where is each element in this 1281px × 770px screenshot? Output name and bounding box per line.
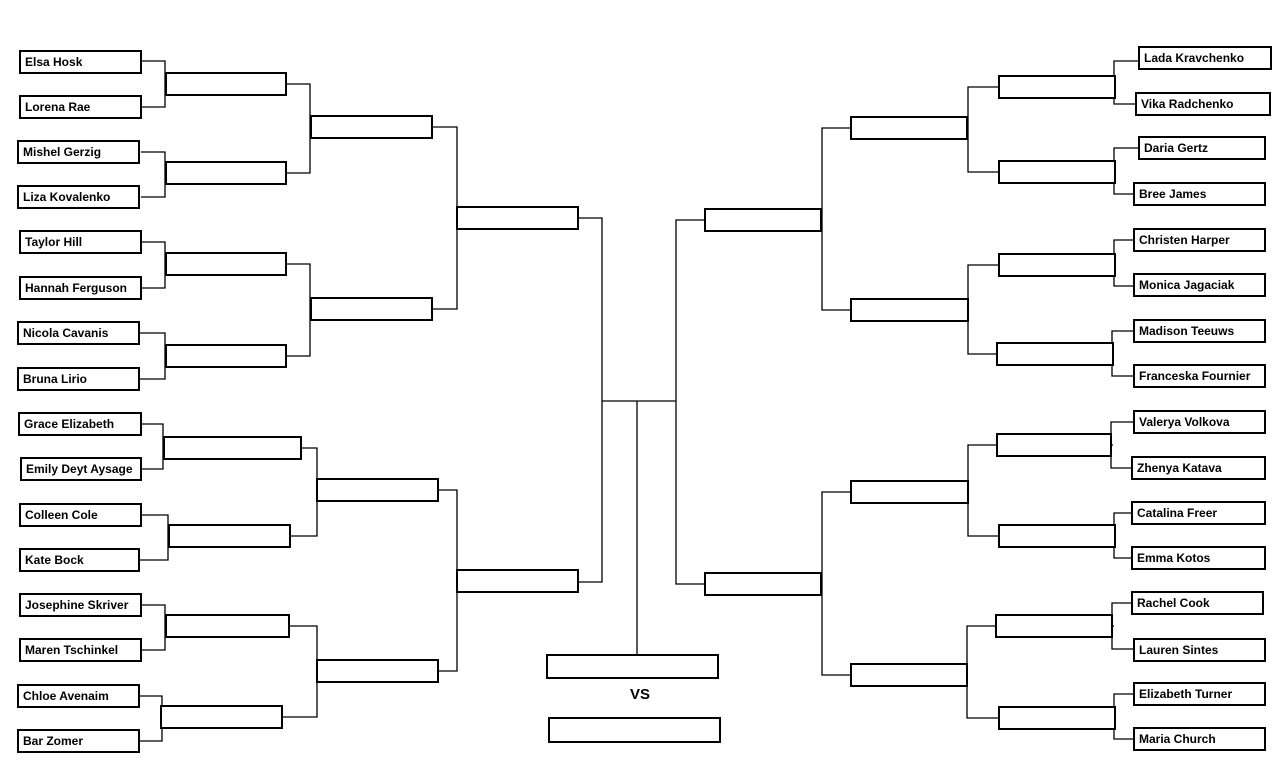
- round2-slot[interactable]: [996, 342, 1114, 366]
- entrant-slot[interactable]: Lorena Rae: [19, 95, 142, 119]
- round2-slot[interactable]: [168, 524, 291, 548]
- entrant-slot[interactable]: Mishel Gerzig: [17, 140, 140, 164]
- entrant-slot[interactable]: Rachel Cook: [1131, 591, 1264, 615]
- entrant-slot[interactable]: Colleen Cole: [19, 503, 142, 527]
- entrant-slot[interactable]: Vika Radchenko: [1135, 92, 1271, 116]
- entrant-slot[interactable]: Monica Jagaciak: [1133, 273, 1266, 297]
- entrant-slot[interactable]: Bree James: [1133, 182, 1266, 206]
- round2-slot[interactable]: [998, 706, 1116, 730]
- semifinal-slot[interactable]: [456, 206, 579, 230]
- final-slot-top[interactable]: [546, 654, 719, 679]
- round3-slot[interactable]: [316, 478, 439, 502]
- entrant-slot[interactable]: Liza Kovalenko: [17, 185, 140, 209]
- entrant-slot[interactable]: Lauren Sintes: [1133, 638, 1266, 662]
- vs-label: VS: [629, 686, 650, 703]
- round2-slot[interactable]: [165, 252, 287, 276]
- round2-slot[interactable]: [995, 614, 1113, 638]
- round2-slot[interactable]: [996, 433, 1112, 457]
- entrant-slot[interactable]: Elsa Hosk: [19, 50, 142, 74]
- round2-slot[interactable]: [165, 614, 290, 638]
- round2-slot[interactable]: [165, 161, 287, 185]
- entrant-slot[interactable]: Emily Deyt Aysage: [20, 457, 142, 481]
- entrant-slot[interactable]: Bruna Lirio: [17, 367, 140, 391]
- entrant-slot[interactable]: Lada Kravchenko: [1138, 46, 1272, 70]
- round3-slot[interactable]: [850, 298, 969, 322]
- entrant-slot[interactable]: Christen Harper: [1133, 228, 1266, 252]
- entrant-slot[interactable]: Franceska Fournier: [1133, 364, 1266, 388]
- entrant-slot[interactable]: Grace Elizabeth: [18, 412, 142, 436]
- entrant-slot[interactable]: Elizabeth Turner: [1133, 682, 1266, 706]
- entrant-slot[interactable]: Bar Zomer: [17, 729, 140, 753]
- semifinal-slot[interactable]: [704, 208, 822, 232]
- round3-slot[interactable]: [310, 297, 433, 321]
- round2-slot[interactable]: [160, 705, 283, 729]
- round2-slot[interactable]: [163, 436, 302, 460]
- entrant-slot[interactable]: Nicola Cavanis: [17, 321, 140, 345]
- round3-slot[interactable]: [850, 480, 969, 504]
- entrant-slot[interactable]: Madison Teeuws: [1133, 319, 1266, 343]
- entrant-slot[interactable]: Taylor Hill: [19, 230, 142, 254]
- entrant-slot[interactable]: Valerya Volkova: [1133, 410, 1266, 434]
- round2-slot[interactable]: [165, 72, 287, 96]
- round2-slot[interactable]: [998, 253, 1116, 277]
- entrant-slot[interactable]: Hannah Ferguson: [19, 276, 142, 300]
- round2-slot[interactable]: [998, 160, 1116, 184]
- entrant-slot[interactable]: Josephine Skriver: [19, 593, 142, 617]
- entrant-slot[interactable]: Zhenya Katava: [1131, 456, 1266, 480]
- entrant-slot[interactable]: Chloe Avenaim: [17, 684, 140, 708]
- semifinal-slot[interactable]: [456, 569, 579, 593]
- round2-slot[interactable]: [998, 75, 1116, 99]
- entrant-slot[interactable]: Maren Tschinkel: [19, 638, 142, 662]
- round3-slot[interactable]: [310, 115, 433, 139]
- entrant-slot[interactable]: Daria Gertz: [1138, 136, 1266, 160]
- round3-slot[interactable]: [850, 116, 968, 140]
- round3-slot[interactable]: [316, 659, 439, 683]
- entrant-slot[interactable]: Kate Bock: [19, 548, 140, 572]
- round3-slot[interactable]: [850, 663, 968, 687]
- semifinal-slot[interactable]: [704, 572, 822, 596]
- entrant-slot[interactable]: Maria Church: [1133, 727, 1266, 751]
- entrant-slot[interactable]: Catalina Freer: [1131, 501, 1266, 525]
- round2-slot[interactable]: [998, 524, 1116, 548]
- round2-slot[interactable]: [165, 344, 287, 368]
- entrant-slot[interactable]: Emma Kotos: [1131, 546, 1266, 570]
- final-slot-bottom[interactable]: [548, 717, 721, 743]
